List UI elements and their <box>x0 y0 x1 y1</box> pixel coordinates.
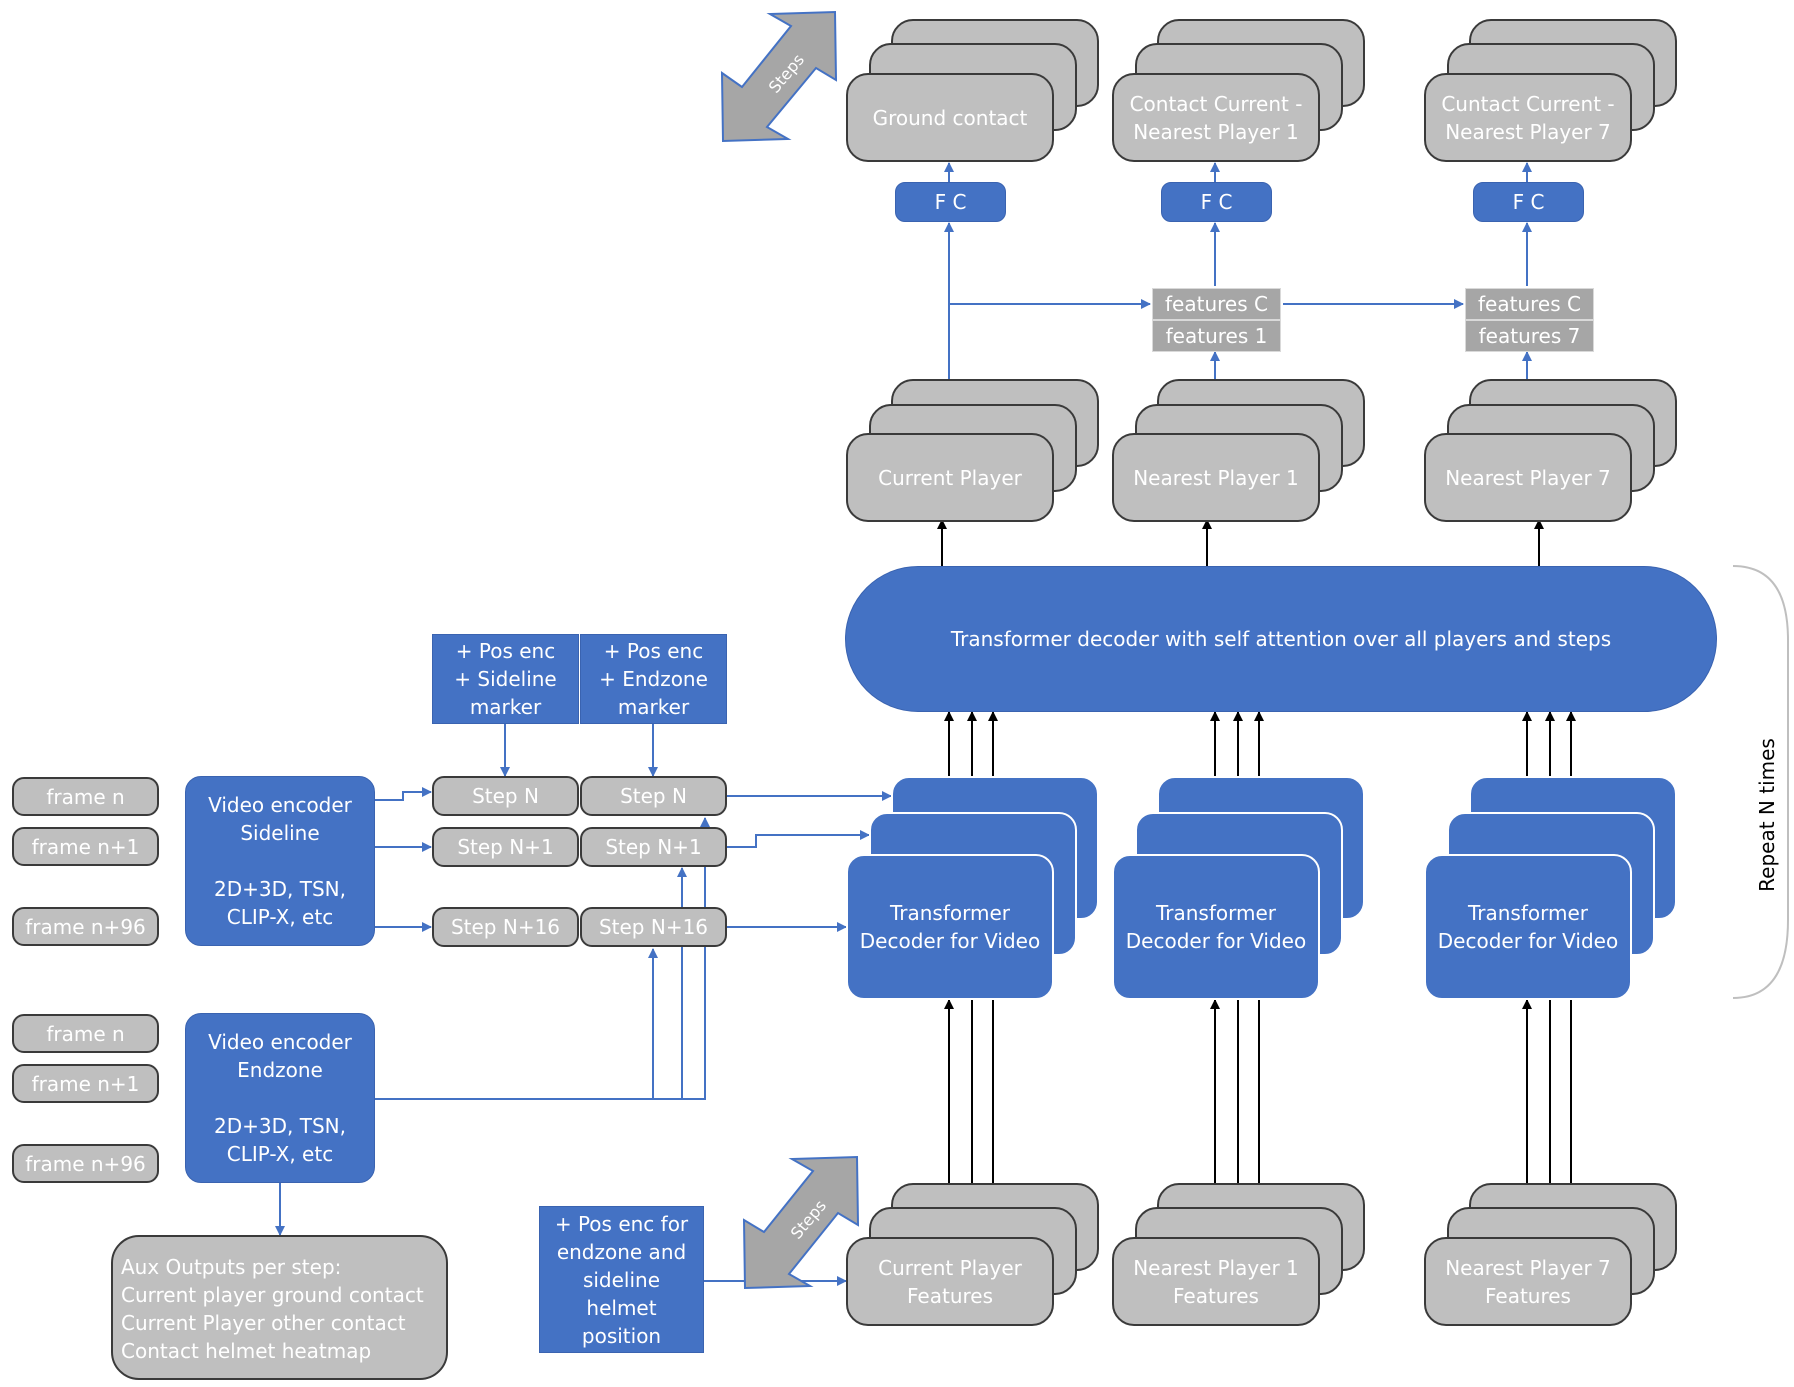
transformer-video-current-box: Transformer Decoder for Video <box>846 854 1054 1000</box>
aux-outputs-box: Aux Outputs per step: Current player gro… <box>111 1235 448 1380</box>
steps-arrow-bottom <box>742 1155 860 1290</box>
frame-n96-sideline: frame n+96 <box>12 907 159 946</box>
features-c-box-1: features C <box>1152 288 1281 320</box>
transformer-video-player-7-box: Transformer Decoder for Video <box>1424 854 1632 1000</box>
step-n1-sideline: Step N+1 <box>432 827 579 867</box>
pos-enc-helmet-box: + Pos enc for endzone and sideline helme… <box>539 1206 704 1353</box>
features-c-box-7: features C <box>1465 288 1594 320</box>
step-n-endzone: Step N <box>580 776 727 816</box>
pos-enc-sideline-box: + Pos enc + Sideline marker <box>432 634 579 724</box>
frame-n1-sideline: frame n+1 <box>12 827 159 866</box>
nearest-player-7-features-box: Nearest Player 7 Features <box>1424 1237 1632 1326</box>
fc-player-7-box: F C <box>1473 182 1584 222</box>
step-n16-sideline: Step N+16 <box>432 907 579 947</box>
features-1-box: features 1 <box>1152 320 1281 352</box>
pos-enc-endzone-box: + Pos enc + Endzone marker <box>580 634 727 724</box>
current-player-features-box: Current Player Features <box>846 1237 1054 1326</box>
video-encoder-endzone: Video encoder Endzone 2D+3D, TSN, CLIP-X… <box>185 1013 375 1183</box>
ground-contact-box: Ground contact <box>846 73 1054 162</box>
repeat-bracket <box>1732 565 1789 999</box>
step-n16-endzone: Step N+16 <box>580 907 727 947</box>
steps-arrow-top <box>720 10 838 143</box>
repeat-label: Repeat N times <box>1755 738 1779 892</box>
transformer-video-player-1-box: Transformer Decoder for Video <box>1112 854 1320 1000</box>
step-n-sideline: Step N <box>432 776 579 816</box>
frame-n-sideline: frame n <box>12 777 159 816</box>
fc-ground-box: F C <box>895 182 1006 222</box>
frame-n-endzone: frame n <box>12 1014 159 1053</box>
current-player-box: Current Player <box>846 433 1054 522</box>
video-encoder-sideline: Video encoder Sideline 2D+3D, TSN, CLIP-… <box>185 776 375 946</box>
frame-n1-endzone: frame n+1 <box>12 1064 159 1103</box>
contact-current-7-box: Cuntact Current - Nearest Player 7 <box>1424 73 1632 162</box>
nearest-player-7-box: Nearest Player 7 <box>1424 433 1632 522</box>
transformer-decoder: Transformer decoder with self attention … <box>845 566 1717 712</box>
nearest-player-1-features-box: Nearest Player 1 Features <box>1112 1237 1320 1326</box>
contact-current-1-box: Contact Current - Nearest Player 1 <box>1112 73 1320 162</box>
nearest-player-1-box: Nearest Player 1 <box>1112 433 1320 522</box>
frame-n96-endzone: frame n+96 <box>12 1144 159 1183</box>
features-7-box: features 7 <box>1465 320 1594 352</box>
fc-player-1-box: F C <box>1161 182 1272 222</box>
step-n1-endzone: Step N+1 <box>580 827 727 867</box>
